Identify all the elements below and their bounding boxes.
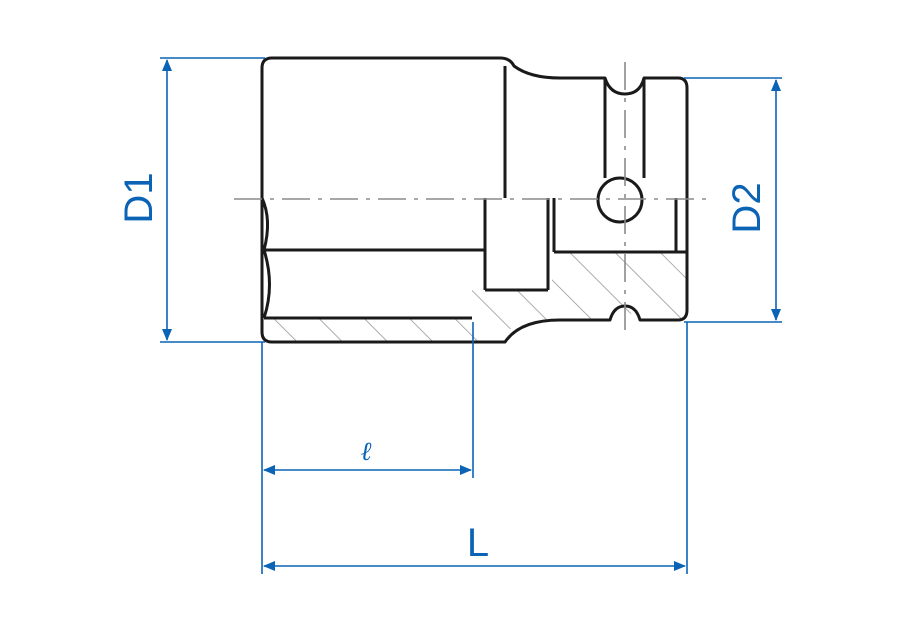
dimensions <box>160 57 782 574</box>
section-hatching <box>262 252 687 342</box>
detent-ball-hole <box>596 176 644 224</box>
hatch-drive-section <box>472 252 687 342</box>
socket-outline <box>260 56 689 344</box>
dimension-labels: D1 D2 ℓ L <box>117 172 769 565</box>
hatch-socket-wall <box>262 318 472 342</box>
inner-hex-upper-edge <box>260 197 269 251</box>
d1-label: D1 <box>117 172 161 223</box>
d2-label: D2 <box>725 182 769 233</box>
ell-label: ℓ <box>361 437 372 467</box>
inner-hex-lower-edge <box>262 249 271 319</box>
length-label: L <box>467 521 489 565</box>
center-lines <box>234 62 712 335</box>
socket-outer-contour <box>260 56 689 344</box>
